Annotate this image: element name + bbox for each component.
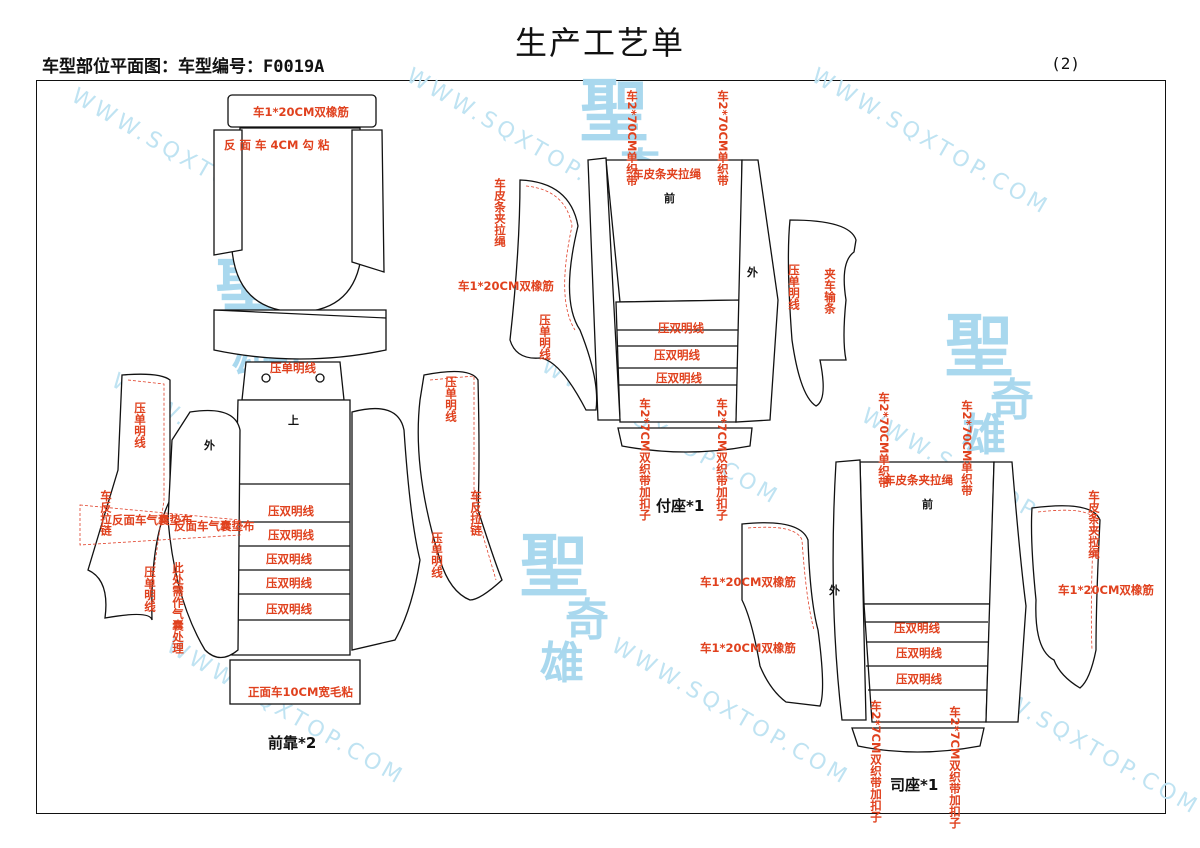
label-leather-rope: 车皮条夹拉绳 [884, 473, 953, 487]
label-outer: 外 [828, 583, 840, 597]
label-strap: 车2*70CM单织带 [877, 391, 891, 488]
label-bottom-band: 正面车10CM宽毛粘 [248, 685, 353, 699]
watermark-logo: 聖 [520, 527, 588, 607]
label-left-pull: 车反拉链 [99, 489, 113, 537]
label-left-airbag: 反面车气囊垫布 [112, 513, 193, 527]
label-double-line: 压双明线 [266, 552, 312, 566]
grommet-hole [315, 373, 325, 383]
label-single-line: 压单明线 [787, 263, 801, 311]
label-band: 车1*20CM双橡筋 [700, 575, 796, 589]
watermark-logo: 雄 [962, 410, 1006, 461]
label-outer: 外 [203, 438, 215, 452]
label-right-single2: 压单明线 [430, 531, 444, 579]
watermark-url: WWW.SQXTOP.COM [807, 64, 1054, 221]
label-left-single2: 压单明线 [143, 565, 157, 613]
watermark-url: WWW.SQXTOP.COM [162, 634, 409, 791]
lower-pad-piece [213, 309, 387, 360]
airbag-pad-outline [79, 504, 241, 546]
label-single-line: 压单明线 [270, 361, 316, 375]
passenger-seat-pattern: 车2*70CM单织带 车2*70CM单织带 车皮条夹拉绳 前 车皮条夹拉绳 车1… [458, 89, 857, 521]
right-wing-piece [417, 370, 503, 601]
front-back-pattern: 车1*20CM双橡筋 反 面 车 4CM 勾 粘 压单明线 上 压双明线 压双明… [79, 94, 503, 752]
left-inner-side [167, 409, 241, 659]
seat-front-band [617, 427, 753, 453]
label-top-band: 车1*20CM双橡筋 [253, 105, 349, 119]
seat-front-band [851, 727, 985, 753]
label-strap: 车2*70CM单织带 [625, 89, 639, 186]
label-front: 前 [664, 191, 675, 205]
label-leather-rope: 车皮条夹拉绳 [632, 167, 701, 181]
label-front: 前 [922, 497, 933, 511]
upper-right-flap [351, 129, 385, 273]
label-double-line: 压双明线 [268, 504, 314, 518]
label-reverse-hook: 反 面 车 4CM 勾 粘 [224, 138, 330, 152]
label-clip: 夹车输条 [823, 267, 837, 315]
label-double-line: 压双明线 [896, 646, 942, 660]
grommet-hole [261, 373, 271, 383]
page-number: (2) [1051, 54, 1080, 73]
left-wing-piece [87, 373, 171, 621]
label-strap: 车2*70CM单织带 [960, 399, 974, 496]
label-airbag-note: 此处需作气囊处理 [171, 561, 185, 655]
watermark-logo: 奇 [565, 595, 609, 646]
label-strap-button: 车2*7CM双织带加扣子 [638, 397, 652, 521]
label-band: 车1*20CM双橡筋 [458, 279, 554, 293]
label-right-single: 压单明线 [444, 375, 458, 423]
label-double-line: 压双明线 [268, 528, 314, 542]
page-title: 生产工艺单 [514, 24, 685, 62]
label-double-line: 压双明线 [266, 576, 312, 590]
watermark-logo: 聖 [945, 307, 1013, 387]
watermark-logo: 奇 [990, 375, 1034, 426]
seat-right-strip [985, 461, 1027, 723]
top-band-piece [227, 94, 377, 128]
label-leather-rope: 车皮条夹拉绳 [1087, 489, 1101, 560]
right-inner-side [351, 408, 421, 651]
caption-driver-seat: 司座*1 [890, 776, 938, 794]
label-band: 车1*20CM双橡筋 [700, 641, 796, 655]
label-outer: 外 [746, 265, 758, 279]
label-right-pull: 车反拉链 [469, 489, 483, 537]
label-strap-button: 车2*7CM双织带加扣子 [715, 397, 729, 521]
label-double-line: 压双明线 [656, 371, 702, 385]
drawing-frame [36, 80, 1166, 814]
label-left-single: 压单明线 [133, 401, 147, 449]
bottom-band-piece [229, 659, 361, 705]
label-strap-button: 车2*7CM双织带加扣子 [869, 699, 883, 823]
label-double-line: 压双明线 [654, 348, 700, 362]
seat-left-strip [587, 157, 621, 421]
label-double-line: 压双明线 [658, 321, 704, 335]
label-strap: 车2*70CM单织带 [716, 89, 730, 186]
seat-right-strip [735, 159, 779, 423]
caption-front-back: 前靠*2 [268, 734, 316, 752]
upper-left-flap [213, 129, 243, 256]
label-single-line: 压单明线 [538, 313, 552, 361]
label-strap-button: 车2*7CM双织带加扣子 [948, 705, 962, 829]
label-double-line: 压双明线 [896, 672, 942, 686]
label-band: 车1*20CM双橡筋 [1058, 583, 1154, 597]
label-leather-rope: 车皮条夹拉绳 [493, 177, 507, 248]
caption-passenger-seat: 付座*1 [656, 497, 704, 515]
seat-right-wing [787, 219, 857, 407]
label-up: 上 [288, 413, 299, 427]
watermark-logo: 雄 [540, 638, 584, 689]
label-double-line: 压双明线 [266, 602, 312, 616]
watermark-logo: 聖 [580, 72, 648, 152]
model-subtitle: 车型部位平面图：车型编号：F0019A [42, 57, 325, 77]
label-double-line: 压双明线 [894, 621, 940, 635]
label-mid-airbag: 反面车气囊垫布 [174, 519, 255, 533]
driver-seat-pattern: 车2*70CM单织带 车2*70CM单织带 车皮条夹拉绳 前 外 车1*20CM… [700, 391, 1154, 829]
seat-left-strip [832, 459, 867, 721]
upper-back-panel [231, 127, 363, 313]
seat-right-wing [1030, 505, 1101, 689]
seat-left-wing [741, 522, 824, 707]
seat-left-wing [509, 179, 598, 411]
